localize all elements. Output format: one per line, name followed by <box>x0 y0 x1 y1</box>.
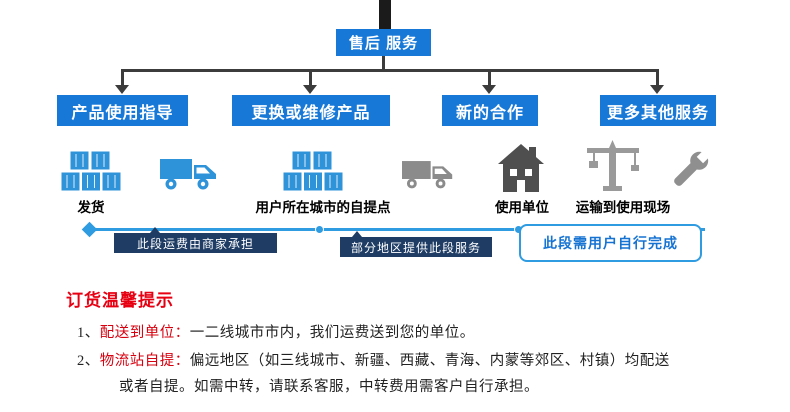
segment-pointer <box>150 227 160 233</box>
connector-branch-3 <box>488 69 491 86</box>
connector-top-stub <box>379 0 391 29</box>
tip-1-number: 1、 <box>77 325 100 341</box>
truck-icon <box>402 159 454 195</box>
branch-node-more-services: 更多其他服务 <box>600 95 716 126</box>
tip-1-highlight: 配送到单位： <box>99 325 190 341</box>
cargo-boxes-icon <box>60 150 122 197</box>
arrow-down-icon <box>115 85 129 94</box>
cargo-boxes-icon <box>282 150 344 197</box>
tip-item-2-line-2: 或者自提。如需中转，请联系客服，中转费用需客户自行承担。 <box>119 375 539 396</box>
tower-crane-icon <box>585 140 643 197</box>
tips-title: 订货温馨提示 <box>66 291 174 310</box>
arrow-down-icon <box>482 85 496 94</box>
arrow-down-icon <box>303 85 317 94</box>
truck-icon <box>160 157 218 196</box>
tip-2-number: 2、 <box>77 353 100 369</box>
connector-root-down <box>382 56 385 70</box>
stop-label-pickup-point: 用户所在城市的自提点 <box>255 200 391 215</box>
tip-1-text: 一二线城市市内，我们运费送到您的单位。 <box>189 325 475 341</box>
stop-label-shipping: 发货 <box>77 200 105 215</box>
tip-2-text-continued: 或者自提。如需中转，请联系客服，中转费用需客户自行承担。 <box>119 379 539 395</box>
connector-horizontal <box>121 69 659 72</box>
building-icon <box>498 144 544 197</box>
stop-label-usage-unit: 使用单位 <box>495 200 549 215</box>
arrow-down-icon <box>650 85 664 94</box>
wrench-icon <box>666 146 714 199</box>
branch-node-replace-repair: 更换或维修产品 <box>232 95 390 126</box>
branch-node-usage-guide: 产品使用指导 <box>57 95 188 126</box>
tip-item-2-line-1: 2、物流站自提：偏远地区（如三线城市、新疆、西藏、青海、内蒙等郊区、村镇）均配送 <box>77 349 670 370</box>
branch-node-new-cooperation: 新的合作 <box>442 95 538 126</box>
connector-branch-1 <box>121 69 124 86</box>
stop-label-transport-site: 运输到使用现场 <box>575 200 671 215</box>
tip-2-text: 偏远地区（如三线城市、新疆、西藏、青海、内蒙等郊区、村镇）均配送 <box>189 353 670 369</box>
tip-item-1: 1、配送到单位：一二线城市市内，我们运费送到您的单位。 <box>77 321 475 342</box>
segment-label-partial-service: 部分地区提供此段服务 <box>340 237 492 257</box>
timeline-line <box>88 228 705 231</box>
timeline-dot <box>315 225 324 234</box>
segment-label-user-self: 此段需用户自行完成 <box>519 224 702 262</box>
connector-branch-2 <box>309 69 312 86</box>
timeline-start-marker <box>81 221 98 238</box>
segment-pointer <box>352 231 362 237</box>
root-node-after-sales: 售后 服务 <box>336 29 431 56</box>
tip-2-highlight: 物流站自提： <box>99 353 190 369</box>
connector-branch-4 <box>656 69 659 86</box>
segment-label-merchant-freight: 此段运费由商家承担 <box>114 233 277 253</box>
